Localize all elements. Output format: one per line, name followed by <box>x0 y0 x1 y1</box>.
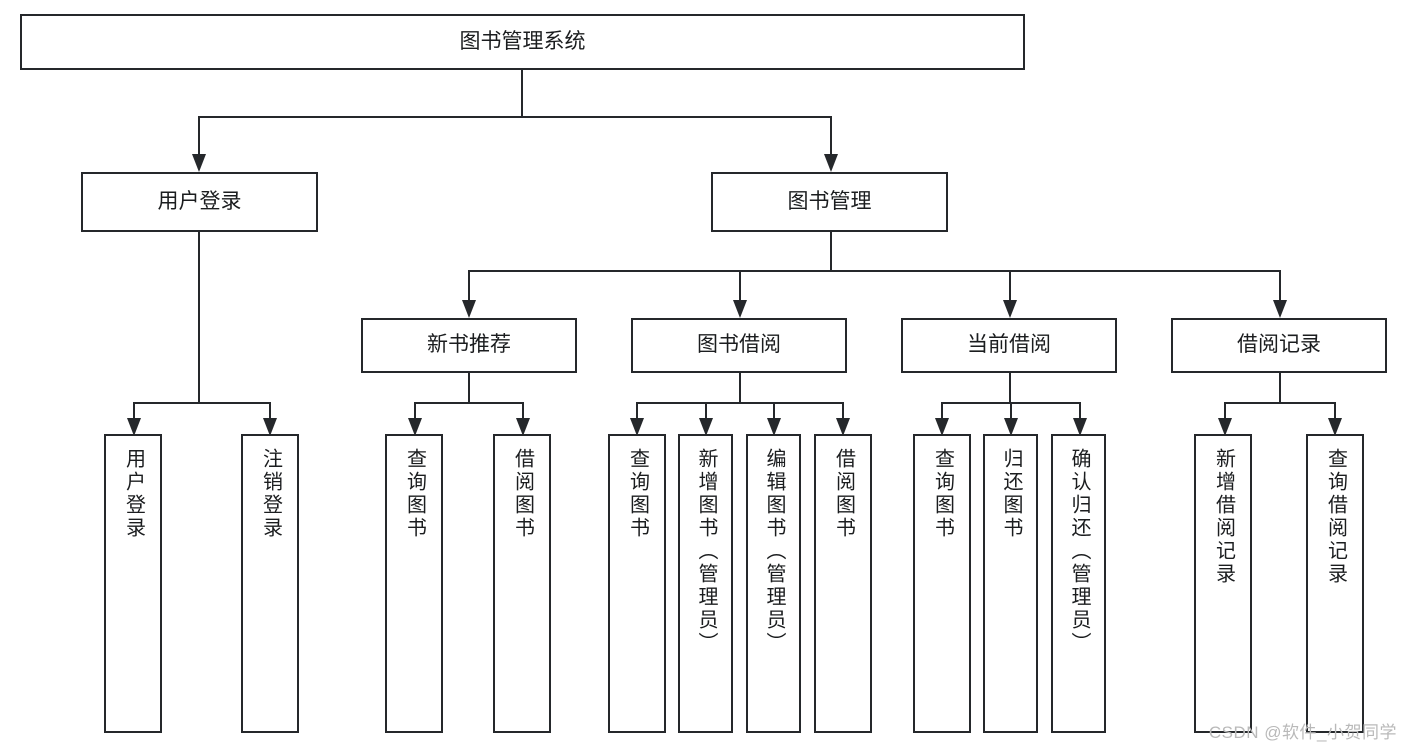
leaf-edit-book-admin[interactable]: 编辑图书（管理员） <box>746 434 801 733</box>
leaf-label: 新增借阅记录 <box>1212 448 1235 586</box>
node-book-borrow[interactable]: 图书借阅 <box>631 318 847 373</box>
connector-new-book-stem <box>468 373 470 403</box>
leaf-label: 查询图书 <box>626 448 649 540</box>
connector-new-book-drop-1 <box>414 402 416 422</box>
arrow-leaf-borrow-book-b <box>836 418 850 436</box>
connector-user-login-stem <box>198 232 200 403</box>
arrow-leaf-return-book <box>1004 418 1018 436</box>
connector-book-borrow-drop-3 <box>773 402 775 422</box>
leaf-query-book-borrow[interactable]: 查询图书 <box>608 434 666 733</box>
connector-new-book-drop-2 <box>522 402 524 422</box>
leaf-add-book-admin[interactable]: 新增图书（管理员） <box>678 434 733 733</box>
leaf-borrow-book[interactable]: 借阅图书 <box>814 434 872 733</box>
leaf-confirm-return-admin[interactable]: 确认归还（管理员） <box>1051 434 1106 733</box>
node-new-book-recommend[interactable]: 新书推荐 <box>361 318 577 373</box>
leaf-user-login[interactable]: 用户登录 <box>104 434 162 733</box>
arrow-leaf-add-book <box>699 418 713 436</box>
leaf-label: 借阅图书 <box>511 448 534 540</box>
connector-book-borrow-drop-4 <box>842 402 844 422</box>
connector-to-new-book <box>468 270 470 302</box>
arrow-to-book-borrow <box>733 300 747 318</box>
connector-current-borrow-drop-3 <box>1079 402 1081 422</box>
node-label: 图书管理 <box>787 189 872 213</box>
leaf-label: 新增图书（管理员） <box>695 448 717 655</box>
connector-level2-bus <box>198 116 832 118</box>
arrow-to-user-login <box>192 154 206 172</box>
connector-current-borrow-stem <box>1009 373 1011 403</box>
connector-book-manage-stem <box>830 232 832 271</box>
leaf-query-book-recommend[interactable]: 查询图书 <box>385 434 443 733</box>
connector-current-borrow-drop-2 <box>1010 402 1012 422</box>
connector-book-borrow-bus <box>636 402 843 404</box>
connector-book-borrow-drop-2 <box>705 402 707 422</box>
leaf-label: 归还图书 <box>1000 448 1022 540</box>
connector-to-current-borrow <box>1009 270 1011 302</box>
node-current-borrow[interactable]: 当前借阅 <box>901 318 1117 373</box>
connector-user-login-drop-2 <box>269 402 271 422</box>
leaf-borrow-book-recommend[interactable]: 借阅图书 <box>493 434 551 733</box>
connector-root-stem <box>521 70 523 117</box>
arrow-leaf-user-login <box>127 418 141 436</box>
connector-borrow-record-drop-2 <box>1334 402 1336 422</box>
connector-to-user-login <box>198 116 200 156</box>
arrow-leaf-query-book-b <box>630 418 644 436</box>
connector-user-login-drop-1 <box>133 402 135 422</box>
leaf-label: 编辑图书（管理员） <box>763 448 785 655</box>
node-borrow-record[interactable]: 借阅记录 <box>1171 318 1387 373</box>
arrow-leaf-logout <box>263 418 277 436</box>
arrow-leaf-query-record <box>1328 418 1342 436</box>
leaf-label: 查询借阅记录 <box>1324 448 1347 586</box>
node-label: 新书推荐 <box>427 333 511 357</box>
connector-borrow-record-stem <box>1279 373 1281 403</box>
arrow-to-book-manage <box>824 154 838 172</box>
node-label: 图书管理系统 <box>459 29 586 53</box>
leaf-label: 注销登录 <box>259 448 282 540</box>
leaf-label: 确认归还（管理员） <box>1068 448 1090 655</box>
leaf-return-book[interactable]: 归还图书 <box>983 434 1038 733</box>
leaf-add-borrow-record[interactable]: 新增借阅记录 <box>1194 434 1252 733</box>
arrow-leaf-query-book-a <box>408 418 422 436</box>
leaf-label: 借阅图书 <box>832 448 855 540</box>
arrow-to-borrow-record <box>1273 300 1287 318</box>
node-label: 借阅记录 <box>1237 333 1321 357</box>
connector-new-book-bus <box>414 402 524 404</box>
connector-level3-bus <box>468 270 1280 272</box>
node-label: 图书借阅 <box>697 333 781 357</box>
connector-to-book-borrow <box>739 270 741 302</box>
leaf-query-book-current[interactable]: 查询图书 <box>913 434 971 733</box>
connector-user-login-bus <box>133 402 270 404</box>
arrow-leaf-query-book-c <box>935 418 949 436</box>
arrow-leaf-borrow-book-a <box>516 418 530 436</box>
node-label: 用户登录 <box>157 189 242 213</box>
leaf-label: 查询图书 <box>403 448 426 540</box>
arrow-to-current-borrow <box>1003 300 1017 318</box>
watermark-text: CSDN @软件_小贺同学 <box>1208 723 1397 742</box>
node-user-login[interactable]: 用户登录 <box>81 172 318 232</box>
connector-borrow-record-bus <box>1224 402 1336 404</box>
connector-borrow-record-drop-1 <box>1224 402 1226 422</box>
connector-book-borrow-stem <box>739 373 741 403</box>
leaf-label: 用户登录 <box>122 448 145 540</box>
connector-book-borrow-drop-1 <box>636 402 638 422</box>
node-root-system[interactable]: 图书管理系统 <box>20 14 1025 70</box>
arrow-to-new-book <box>462 300 476 318</box>
arrow-leaf-confirm-return <box>1073 418 1087 436</box>
arrow-leaf-add-record <box>1218 418 1232 436</box>
node-label: 当前借阅 <box>967 333 1051 357</box>
leaf-label: 查询图书 <box>931 448 954 540</box>
leaf-query-borrow-record[interactable]: 查询借阅记录 <box>1306 434 1364 733</box>
connector-to-borrow-record <box>1279 270 1281 302</box>
leaf-logout[interactable]: 注销登录 <box>241 434 299 733</box>
connector-current-borrow-drop-1 <box>941 402 943 422</box>
connector-to-book-manage <box>830 116 832 156</box>
arrow-leaf-edit-book <box>767 418 781 436</box>
node-book-management[interactable]: 图书管理 <box>711 172 948 232</box>
